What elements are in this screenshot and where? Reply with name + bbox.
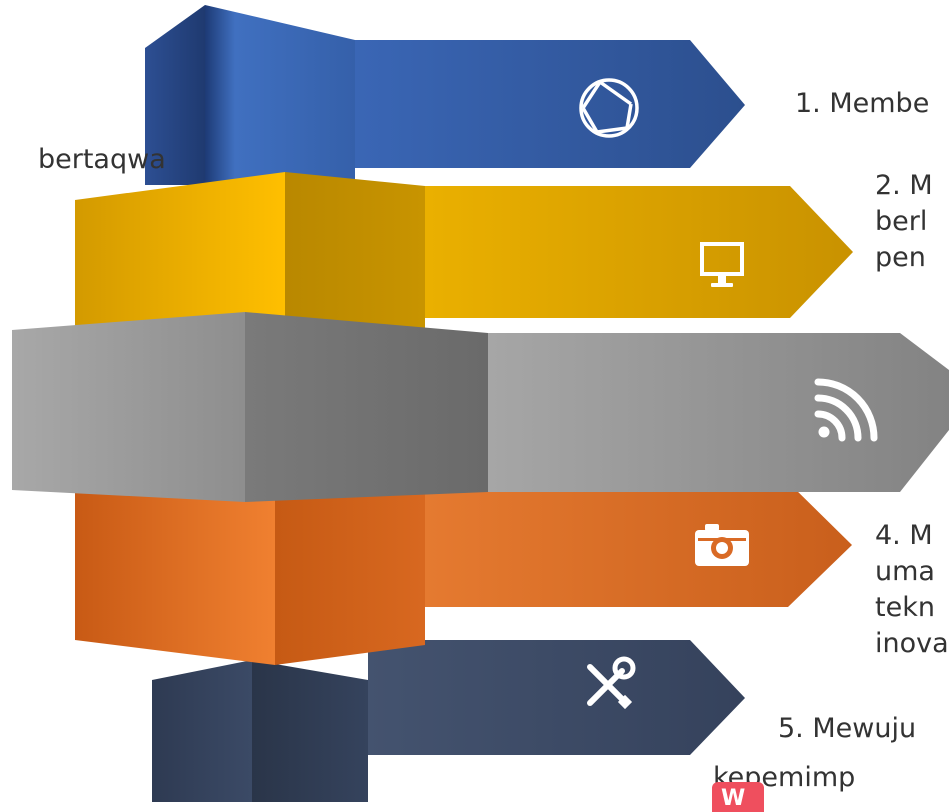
- band-navy: [152, 640, 745, 802]
- monitor-icon: [700, 242, 744, 287]
- band-gold: [75, 172, 853, 340]
- item-4-text: 4. M uma tekn inova: [875, 520, 949, 659]
- band-gray: [12, 312, 949, 502]
- app-logo: W: [712, 782, 764, 812]
- item-1-text: 1. Membe: [795, 88, 930, 119]
- camera-icon: [695, 524, 749, 566]
- rss-icon: [814, 378, 878, 442]
- item-1-text-continued: bertaqwa: [38, 144, 166, 175]
- item-2-text: 2. M berl pen: [875, 170, 933, 273]
- band-blue: [145, 5, 745, 185]
- tools-icon: [587, 656, 636, 710]
- band-orange: [75, 475, 852, 665]
- aperture-icon: [579, 78, 639, 138]
- item-5-text: 5. Mewuju: [778, 713, 917, 744]
